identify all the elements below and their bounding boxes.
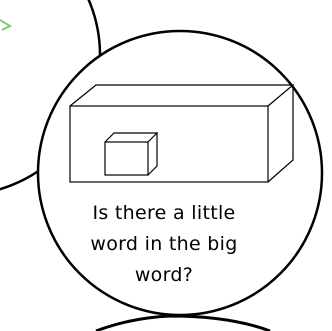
caption-line-3: word? [58, 260, 270, 291]
caption-line-2: word in the big [58, 229, 270, 260]
bubble-caption: Is there a little word in the big word? [58, 198, 270, 291]
bottom-partial-bubble [96, 316, 270, 331]
caption-line-1: Is there a little [58, 198, 270, 229]
